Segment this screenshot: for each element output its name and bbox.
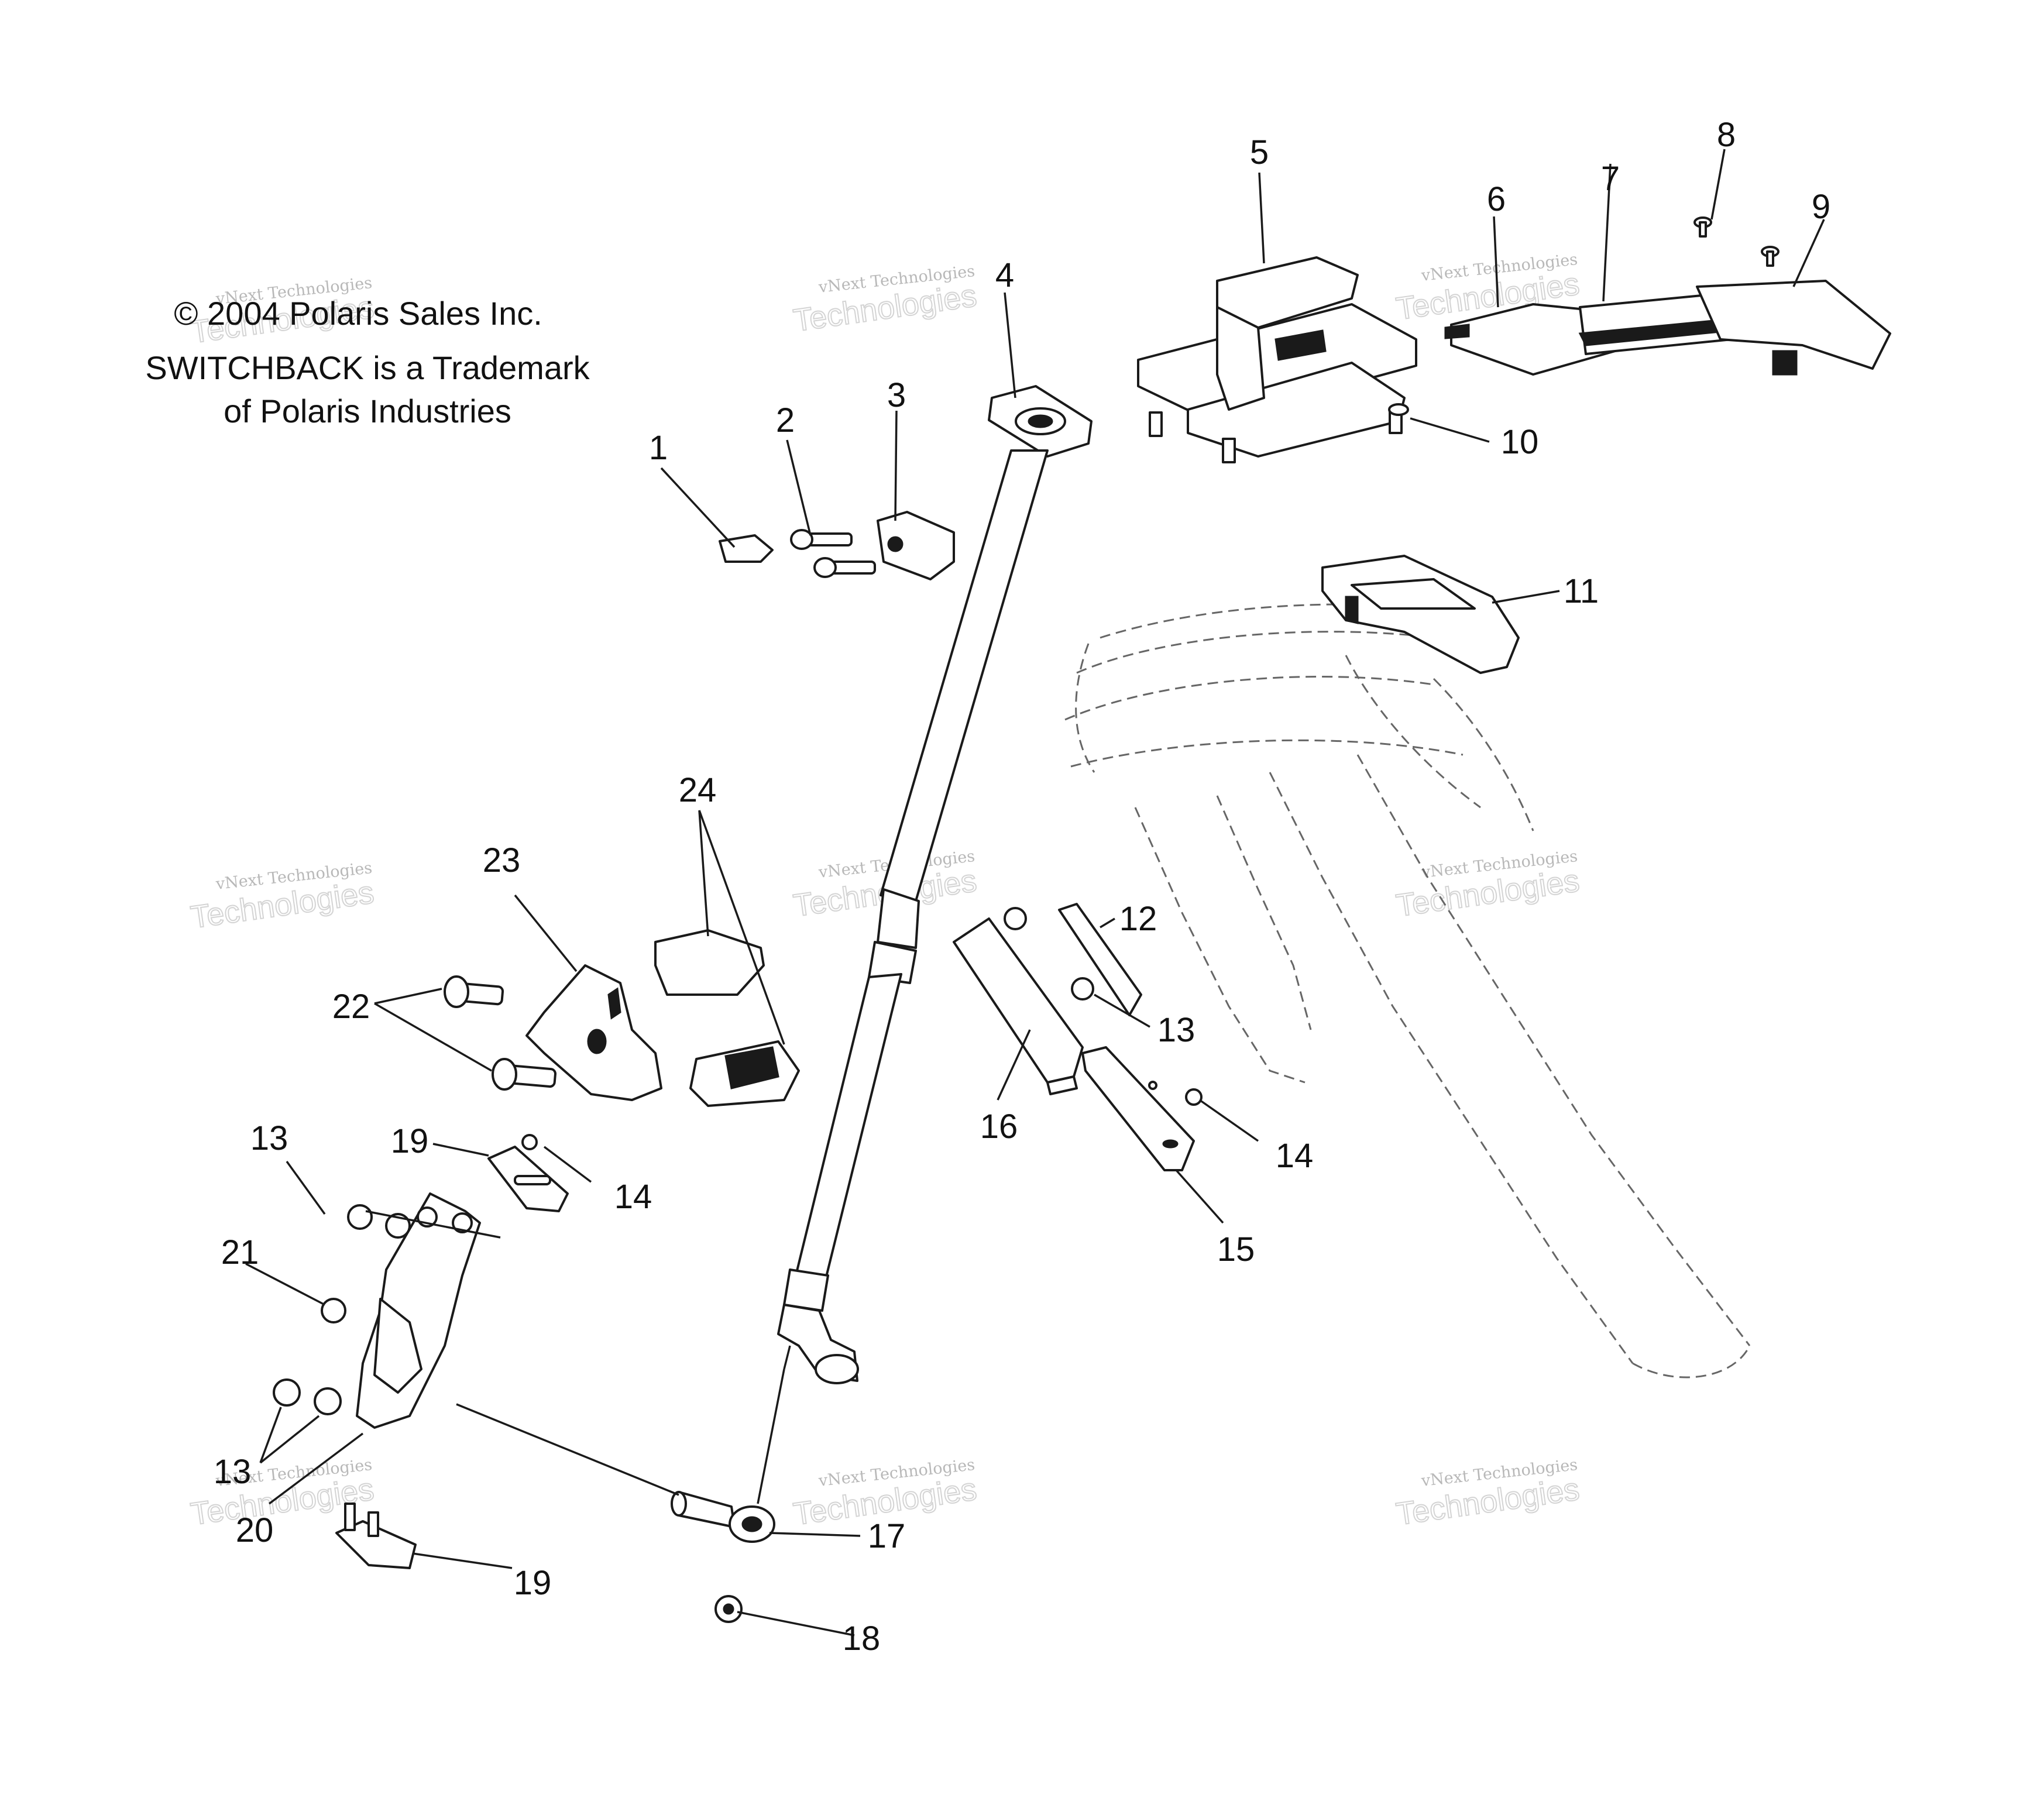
- callout-3: 3: [887, 376, 906, 414]
- copyright-caption: © 2004 Polaris Sales Inc. SWITCHBACK is …: [145, 295, 590, 429]
- callout-2: 2: [776, 401, 795, 439]
- handlebar-block: [1137, 256, 1417, 463]
- nut-13-lower: [273, 1378, 342, 1415]
- callout-5: 5: [1250, 133, 1269, 171]
- handlebar-cover-top: [1696, 280, 1891, 376]
- clip-1: [719, 534, 774, 563]
- callout-19-upper: 19: [391, 1122, 429, 1160]
- callout-19-lower: 19: [514, 1564, 552, 1602]
- steering-post: [777, 385, 1093, 1384]
- nut-13-upper: [1004, 907, 1094, 1001]
- nut-21: [321, 1298, 346, 1323]
- callout-13-lower: 13: [214, 1453, 252, 1491]
- mount-16: [953, 917, 1084, 1095]
- callout-16: 16: [980, 1108, 1018, 1146]
- callout-14-left: 14: [614, 1178, 652, 1216]
- nut-18: [714, 1595, 743, 1623]
- caption-line-2: SWITCHBACK is a Trademark: [145, 349, 590, 386]
- callout-13-upper: 13: [1157, 1011, 1196, 1049]
- callout-8: 8: [1717, 116, 1736, 154]
- callout-6: 6: [1487, 180, 1506, 218]
- plate-19-upper: [487, 1134, 569, 1212]
- callout-14-right: 14: [1276, 1137, 1314, 1175]
- bracket-3: [877, 511, 955, 580]
- callout-20: 20: [236, 1511, 274, 1549]
- clip-14-right: [1185, 1088, 1203, 1106]
- screw-8: [1693, 216, 1780, 267]
- watermark-9: vNext Technologies Technologies: [1393, 1456, 1582, 1532]
- plate-19-lower: [335, 1503, 417, 1569]
- nut-13-mid: [347, 1204, 411, 1239]
- callout-10: 10: [1501, 423, 1539, 461]
- bolt-2: [790, 529, 876, 578]
- callout-4: 4: [995, 256, 1014, 294]
- link-15: [1081, 1046, 1195, 1171]
- watermark-6: vNext Technologies Technologies: [1393, 847, 1582, 924]
- caption-line-1: © 2004 Polaris Sales Inc.: [174, 295, 542, 332]
- callout-7: 7: [1601, 160, 1620, 198]
- housing-23: [525, 964, 662, 1101]
- cover-24: [654, 929, 800, 1107]
- bracket-20: [356, 1192, 481, 1429]
- handlebar-clamp-cover: [1321, 555, 1520, 674]
- screw-10: [1388, 403, 1409, 416]
- callout-18: 18: [843, 1620, 881, 1658]
- callout-labels: 1 2 3 4 5 6 7 8 9 10 11 12 13 13 13 14 1…: [214, 116, 1830, 1658]
- callout-11: 11: [1564, 572, 1599, 610]
- watermark-4: vNext Technologies Technologies: [188, 859, 377, 936]
- bolt-22: [444, 975, 556, 1091]
- callout-9: 9: [1812, 188, 1830, 226]
- callout-1: 1: [649, 429, 668, 467]
- callout-13-mid: 13: [250, 1119, 288, 1157]
- callout-12: 12: [1119, 900, 1157, 938]
- tie-rod-end: [456, 1369, 785, 1543]
- callout-23: 23: [483, 841, 521, 879]
- caption-line-3: of Polaris Industries: [224, 393, 511, 429]
- watermark-2: vNext Technologies Technologies: [791, 262, 980, 339]
- pivot-block-12: [1058, 903, 1142, 1016]
- callout-21: 21: [221, 1233, 259, 1271]
- callout-15: 15: [1217, 1230, 1255, 1268]
- ghost-handlebar-outline: [1064, 603, 1751, 1378]
- callout-17: 17: [868, 1517, 906, 1555]
- callout-22: 22: [332, 988, 370, 1026]
- leader-lines: [245, 149, 1825, 1637]
- callout-24: 24: [679, 771, 717, 809]
